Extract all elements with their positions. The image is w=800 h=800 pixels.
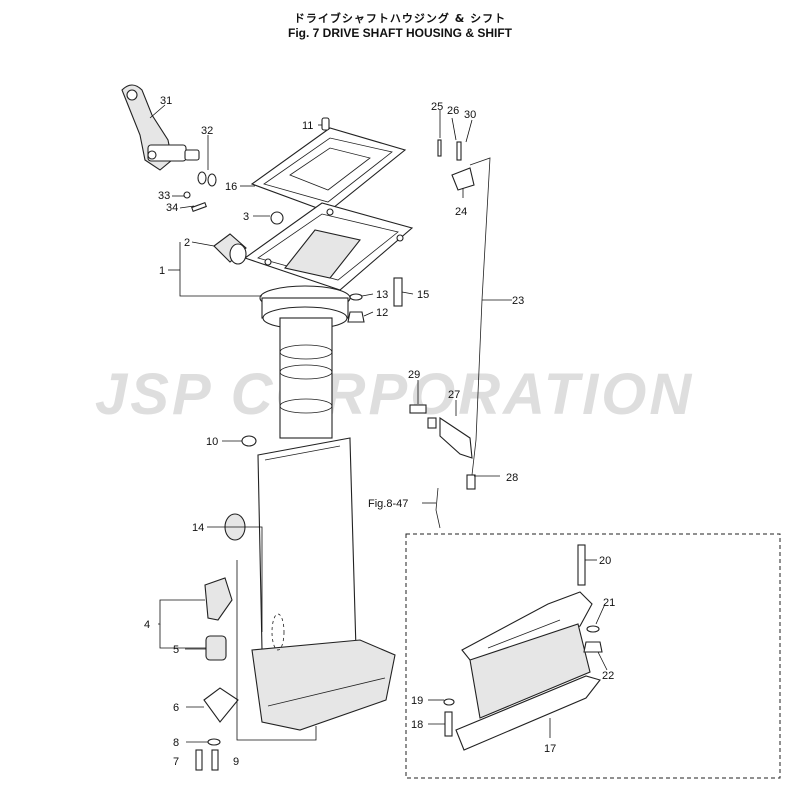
cap-part	[270, 211, 284, 225]
shift-lever-part	[121, 84, 200, 171]
callout-29: 29	[408, 369, 420, 381]
callout-18: 18	[411, 719, 423, 731]
dowel-pin-part	[321, 117, 330, 131]
callout-16: 16	[225, 181, 237, 193]
anti-ventilation-plate-part	[455, 591, 601, 751]
callout-15: 15	[417, 289, 429, 301]
callout-12: 12	[376, 307, 388, 319]
callout-21: 21	[603, 597, 615, 609]
callout-31: 31	[160, 95, 172, 107]
callout-10: 10	[206, 436, 218, 448]
diagram-title: Fig. 7 DRIVE SHAFT HOUSING & SHIFT	[287, 26, 512, 40]
nut-part	[347, 311, 365, 323]
mount-part	[204, 577, 233, 621]
callout-2: 2	[184, 237, 190, 249]
callout-23: 23	[512, 295, 524, 307]
reference-label: Fig.8-47	[368, 498, 408, 510]
drive-shaft-housing-part	[251, 285, 396, 731]
washer-part	[586, 625, 600, 633]
o-ring-parts	[197, 171, 217, 187]
pin-part	[466, 474, 476, 490]
upper-mount-plate	[243, 202, 414, 291]
washer-part	[349, 293, 363, 301]
callout-5: 5	[173, 644, 179, 656]
watermark: JSP CORPORATION	[95, 362, 694, 427]
shift-rod-part	[469, 157, 491, 476]
callout-7: 7	[173, 756, 179, 768]
rod-bracket-part	[451, 167, 475, 191]
rod-connection-line	[435, 487, 441, 529]
callout-9: 9	[233, 756, 239, 768]
gasket-part	[250, 127, 407, 213]
bracket-part	[203, 687, 239, 723]
damper-part	[205, 635, 227, 661]
washer-part	[443, 698, 455, 706]
plug-part	[241, 435, 257, 447]
washer-part	[207, 738, 221, 746]
callout-3: 3	[243, 211, 249, 223]
callout-19: 19	[411, 695, 423, 707]
bolt-part	[195, 749, 203, 771]
callout-1: 1	[159, 265, 165, 277]
clamp-part	[439, 416, 473, 459]
callout-11: 11	[302, 120, 313, 132]
nut-part	[583, 641, 603, 653]
callout-25: 25	[431, 101, 443, 113]
callout-14: 14	[192, 522, 204, 534]
callout-28: 28	[506, 472, 518, 484]
callout-17: 17	[544, 743, 556, 755]
callout-13: 13	[376, 289, 388, 301]
callout-32: 32	[201, 125, 213, 137]
pin-parts	[183, 191, 207, 212]
diagram-title-japanese: ドライブシャフトハウジング & シフト	[293, 12, 507, 25]
bolt-part	[393, 277, 403, 307]
callout-30: 30	[464, 109, 476, 121]
callout-26: 26	[447, 105, 459, 117]
bolt-part	[444, 711, 453, 737]
callout-24: 24	[455, 206, 467, 218]
watermark-text: JSP CORPORATION	[95, 362, 694, 427]
callout-labels: 31 32 33 34 16 11 3 2 1 13 12 15 10 14 4…	[144, 95, 615, 768]
leader-lines	[149, 104, 608, 743]
bolt-part	[211, 749, 219, 771]
callout-20: 20	[599, 555, 611, 567]
pin-part	[456, 141, 462, 161]
bolt-part	[409, 404, 427, 414]
rubber-bush-part	[213, 233, 247, 265]
callout-6: 6	[173, 702, 179, 714]
pin-part	[437, 139, 442, 157]
collar-part	[427, 417, 437, 429]
callout-34: 34	[166, 202, 178, 214]
stud-bolt-part	[577, 544, 586, 586]
callout-27: 27	[448, 389, 460, 401]
callout-22: 22	[602, 670, 614, 682]
callout-4: 4	[144, 619, 150, 631]
callout-8: 8	[173, 737, 179, 749]
callout-33: 33	[158, 190, 170, 202]
detail-inset-box	[405, 533, 781, 779]
